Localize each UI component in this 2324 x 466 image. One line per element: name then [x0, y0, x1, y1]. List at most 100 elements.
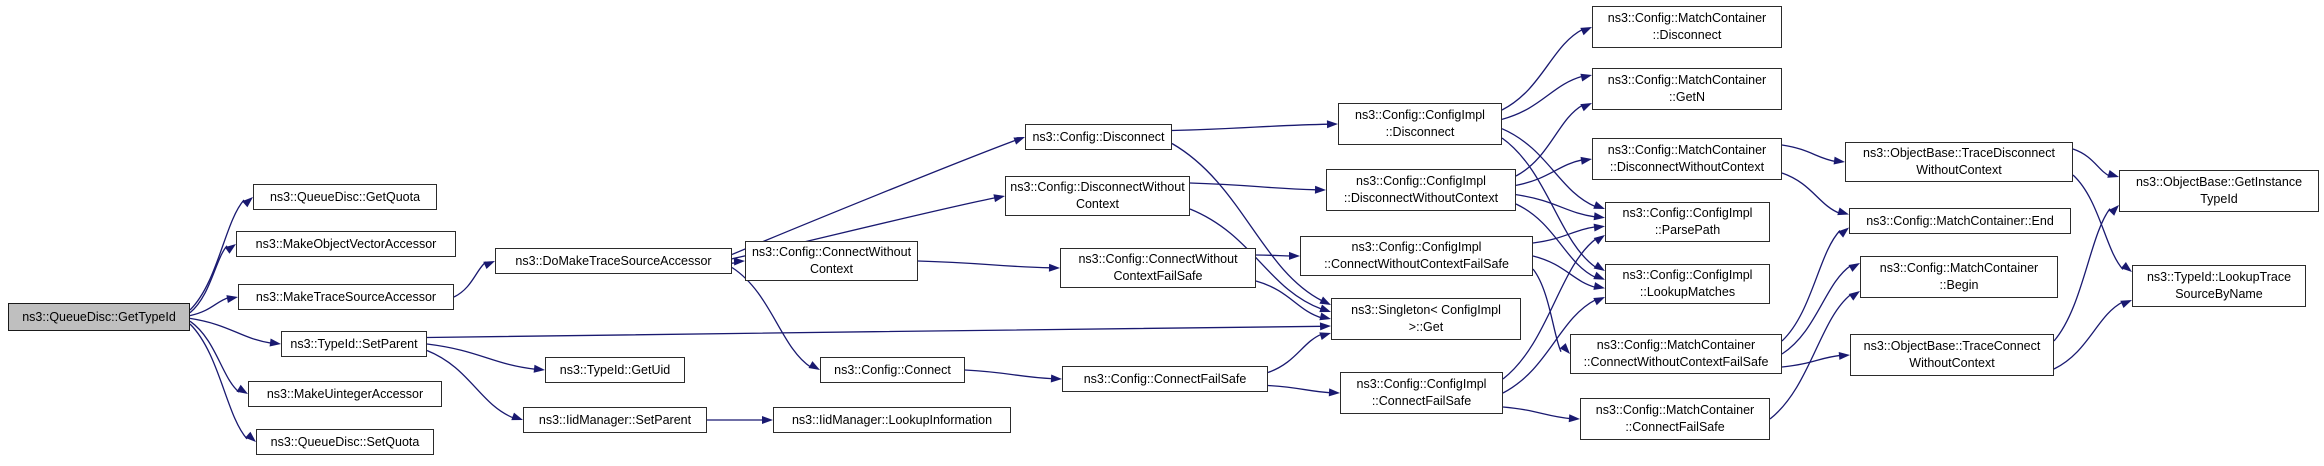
node-label: ns3::Config::ConnectWithout	[751, 245, 912, 259]
arrowhead	[1580, 27, 1592, 36]
node-label: ns3::TypeId::SetParent	[290, 336, 418, 351]
node-label: ns3::Config::MatchContainer	[1879, 261, 2039, 275]
arrowhead	[1580, 156, 1592, 165]
node-label: ::ConnectWithoutContextFailSafe	[1324, 257, 1509, 271]
node-configimpl-parsepath[interactable]: ns3::Config::ConfigImpl::ParsePath	[1605, 202, 1770, 242]
node-label: ns3::Config::Disconnect	[1032, 129, 1165, 144]
node-label: ns3::MakeObjectVectorAccessor	[255, 236, 437, 251]
node-label: Context	[809, 262, 854, 276]
edge-typeid-setparent--iidmanager-setparent	[426, 349, 523, 421]
arrowhead	[245, 431, 256, 442]
node-label: WithoutContext	[1909, 356, 1995, 370]
arrowhead	[224, 244, 236, 254]
arrowhead	[1593, 261, 1605, 271]
edge-objectbase-traceconnect-without-context--objectbase-getinstance-typeid	[2053, 205, 2119, 342]
node-matchcontainer-connect-fail-safe[interactable]: ns3::Config::MatchContainer::ConnectFail…	[1580, 398, 1770, 440]
node-label: ns3::Config::Connect	[834, 362, 951, 377]
node-label: ns3::Config::MatchContainer	[1607, 73, 1767, 87]
arrowhead	[733, 257, 745, 266]
node-matchcontainer-getn[interactable]: ns3::Config::MatchContainer::GetN	[1592, 68, 1782, 110]
edge-queuedisc-gettypeid--make-uinteger-accessor	[189, 320, 248, 394]
arrowhead	[2107, 170, 2119, 178]
node-make-object-vector-accessor[interactable]: ns3::MakeObjectVectorAccessor	[236, 231, 456, 257]
node-config-connect[interactable]: ns3::Config::Connect	[820, 357, 965, 383]
arrowhead	[1050, 374, 1062, 383]
node-matchcontainer-end[interactable]: ns3::Config::MatchContainer::End	[1849, 208, 2071, 234]
node-configimpl-disconnect-without-context[interactable]: ns3::Config::ConfigImpl::DisconnectWitho…	[1326, 169, 1516, 211]
node-label: ::DisconnectWithoutContext	[1609, 160, 1765, 174]
node-typeid-getuid[interactable]: ns3::TypeId::GetUid	[545, 357, 685, 383]
node-do-make-trace-source-accessor[interactable]: ns3::DoMakeTraceSourceAccessor	[495, 248, 732, 274]
node-label: ns3::Config::MatchContainer	[1595, 403, 1755, 417]
edge-matchcontainer-connect-without-context-fail-safe--objectbase-traceconnect-without-context	[1781, 352, 1850, 368]
edge-make-trace-source-accessor--do-make-trace-source-accessor	[453, 261, 495, 298]
arrowhead	[1593, 271, 1605, 280]
arrowhead	[1319, 322, 1331, 331]
node-label: ::Begin	[1939, 278, 1979, 292]
edge-configimpl-disconnect-without-context--matchcontainer-getn	[1515, 103, 1592, 177]
node-queuedisc-getquota[interactable]: ns3::QueueDisc::GetQuota	[253, 184, 437, 210]
node-matchcontainer-begin[interactable]: ns3::Config::MatchContainer::Begin	[1860, 256, 2058, 298]
edge-configimpl-connect-fail-safe--matchcontainer-connect-fail-safe	[1502, 406, 1580, 423]
edge-queuedisc-gettypeid--make-object-vector-accessor	[189, 244, 236, 314]
node-singleton-configimpl-get[interactable]: ns3::Singleton< ConfigImpl>::Get	[1331, 298, 1521, 340]
arrowhead	[1580, 103, 1592, 112]
arrowhead	[1833, 156, 1845, 165]
node-queuedisc-setquota[interactable]: ns3::QueueDisc::SetQuota	[256, 429, 434, 455]
node-configimpl-connect-without-context-fail-safe[interactable]: ns3::Config::ConfigImpl::ConnectWithoutC…	[1300, 236, 1533, 276]
edge-configimpl-connect-without-context-fail-safe--configimpl-lookupmatches	[1532, 255, 1605, 290]
node-label: ns3::Config::ConfigImpl	[1622, 268, 1753, 282]
node-config-disconnect[interactable]: ns3::Config::Disconnect	[1025, 124, 1172, 150]
arrowhead	[236, 384, 248, 394]
arrowhead	[1838, 352, 1850, 360]
node-label: ns3::IidManager::SetParent	[538, 412, 692, 427]
arrowhead	[1838, 227, 1849, 238]
node-queuedisc-gettypeid[interactable]: ns3::QueueDisc::GetTypeId	[8, 303, 190, 331]
node-make-uinteger-accessor[interactable]: ns3::MakeUintegerAccessor	[248, 381, 442, 407]
edge-config-disconnect-without-context--singleton-configimpl-get	[1189, 208, 1331, 313]
edge-config-connect-fail-safe--configimpl-connect-fail-safe	[1267, 384, 1340, 397]
node-iidmanager-setparent[interactable]: ns3::IidManager::SetParent	[523, 407, 707, 433]
node-typeid-setparent[interactable]: ns3::TypeId::SetParent	[281, 331, 427, 357]
node-label: ns3::Config::MatchContainer::End	[1866, 213, 2054, 228]
arrowhead	[1013, 137, 1025, 145]
node-matchcontainer-disconnect-without-context[interactable]: ns3::Config::MatchContainer::DisconnectW…	[1592, 138, 1782, 180]
node-iidmanager-lookupinformation[interactable]: ns3::IidManager::LookupInformation	[773, 407, 1011, 433]
node-label: Context	[1075, 197, 1120, 211]
node-make-trace-source-accessor[interactable]: ns3::MakeTraceSourceAccessor	[238, 284, 454, 310]
node-matchcontainer-connect-without-context-fail-safe[interactable]: ns3::Config::MatchContainer::ConnectWith…	[1570, 334, 1782, 374]
node-configimpl-disconnect[interactable]: ns3::Config::ConfigImpl::Disconnect	[1338, 103, 1502, 145]
edge-configimpl-disconnect--matchcontainer-getn	[1501, 73, 1592, 120]
edge-configimpl-connect-fail-safe--configimpl-parsepath	[1502, 235, 1605, 380]
edge-configimpl-disconnect--matchcontainer-disconnect	[1501, 27, 1592, 111]
node-matchcontainer-disconnect[interactable]: ns3::Config::MatchContainer::Disconnect	[1592, 6, 1782, 48]
edge-config-connect-without-context-fail-safe--singleton-configimpl-get	[1255, 280, 1331, 321]
node-label: SourceByName	[2175, 287, 2263, 301]
edge-iidmanager-setparent--iidmanager-lookupinformation	[706, 416, 773, 424]
node-config-connect-fail-safe[interactable]: ns3::Config::ConnectFailSafe	[1062, 366, 1268, 392]
node-label: ns3::TypeId::LookupTrace	[2146, 270, 2292, 284]
node-label: ::GetN	[1668, 90, 1706, 104]
node-label: ns3::ObjectBase::GetInstance	[2135, 175, 2303, 189]
arrowhead	[2120, 262, 2132, 272]
node-label: ns3::QueueDisc::SetQuota	[270, 434, 420, 449]
node-label: ns3::ObjectBase::TraceDisconnect	[1863, 146, 2055, 160]
arrowhead	[1593, 201, 1605, 209]
node-label: ns3::MakeTraceSourceAccessor	[255, 289, 437, 304]
node-label: ns3::Config::ConfigImpl	[1622, 206, 1753, 220]
node-configimpl-lookupmatches[interactable]: ns3::Config::ConfigImpl::LookupMatches	[1605, 264, 1770, 304]
arrowhead	[533, 364, 545, 373]
arrowhead	[1593, 282, 1605, 290]
edge-queuedisc-gettypeid--queuedisc-setquota	[189, 323, 256, 442]
arrowhead	[269, 338, 281, 347]
node-label: ::ConnectFailSafe	[1371, 394, 1472, 408]
node-configimpl-connect-fail-safe[interactable]: ns3::Config::ConfigImpl::ConnectFailSafe	[1340, 372, 1503, 414]
